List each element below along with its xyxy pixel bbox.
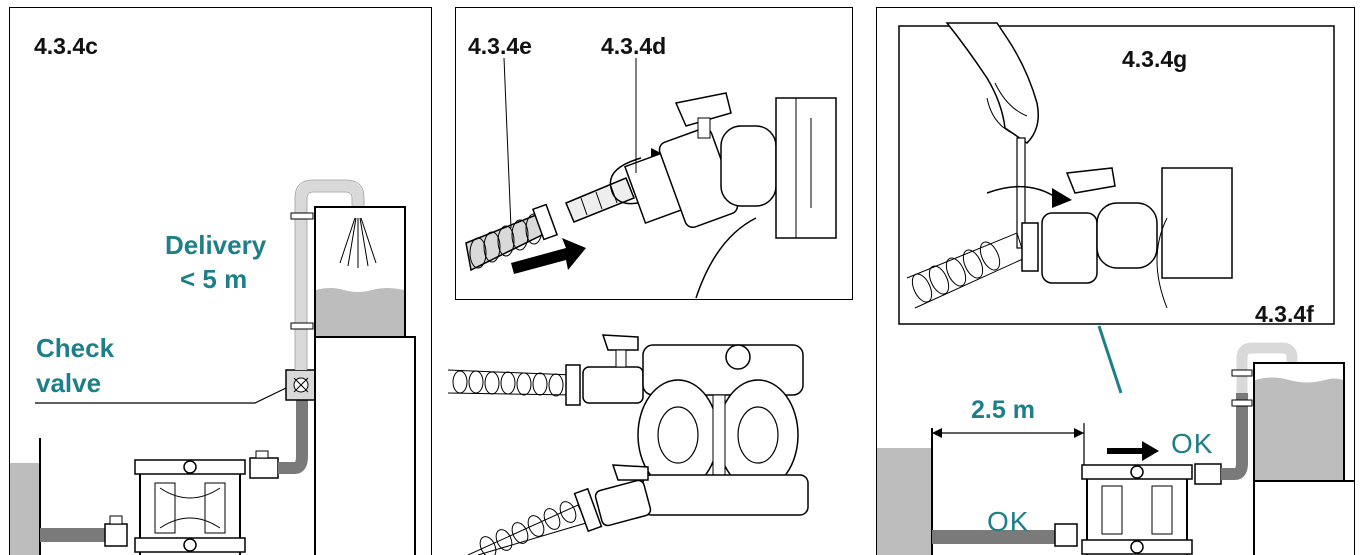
figure-label-4-3-4c: 4.3.4c [34,33,98,59]
panel-c-drawing [10,179,416,555]
figure-label-4-3-4f: 4.3.4f [1255,301,1314,327]
panel-4-3-4f: 4.3.4g 4.3.4f 2.5 m OK OK [876,7,1355,555]
hose-connection-drawing [465,57,837,299]
check-valve-label-line2: valve [36,368,102,398]
figure-label-4-3-4d: 4.3.4d [601,33,667,59]
delivery-label: Delivery [165,230,267,260]
delivery-height-label: < 5 m [180,264,248,294]
panel-4-3-4c: 4.3.4c Delivery < 5 m Check valve [9,7,432,555]
panel-f-drawing [877,22,1354,555]
panel-4-3-4e-d: 4.3.4e 4.3.4d [455,7,853,300]
figure-label-4-3-4g: 4.3.4g [1122,46,1188,72]
ok-label-lower: OK [987,506,1030,537]
check-valve-label-line1: Check [36,333,115,363]
ok-label-upper: OK [1171,428,1214,459]
distance-label: 2.5 m [971,396,1035,424]
pump-with-hoses-drawing [448,334,809,555]
figure-label-4-3-4e: 4.3.4e [468,33,532,59]
